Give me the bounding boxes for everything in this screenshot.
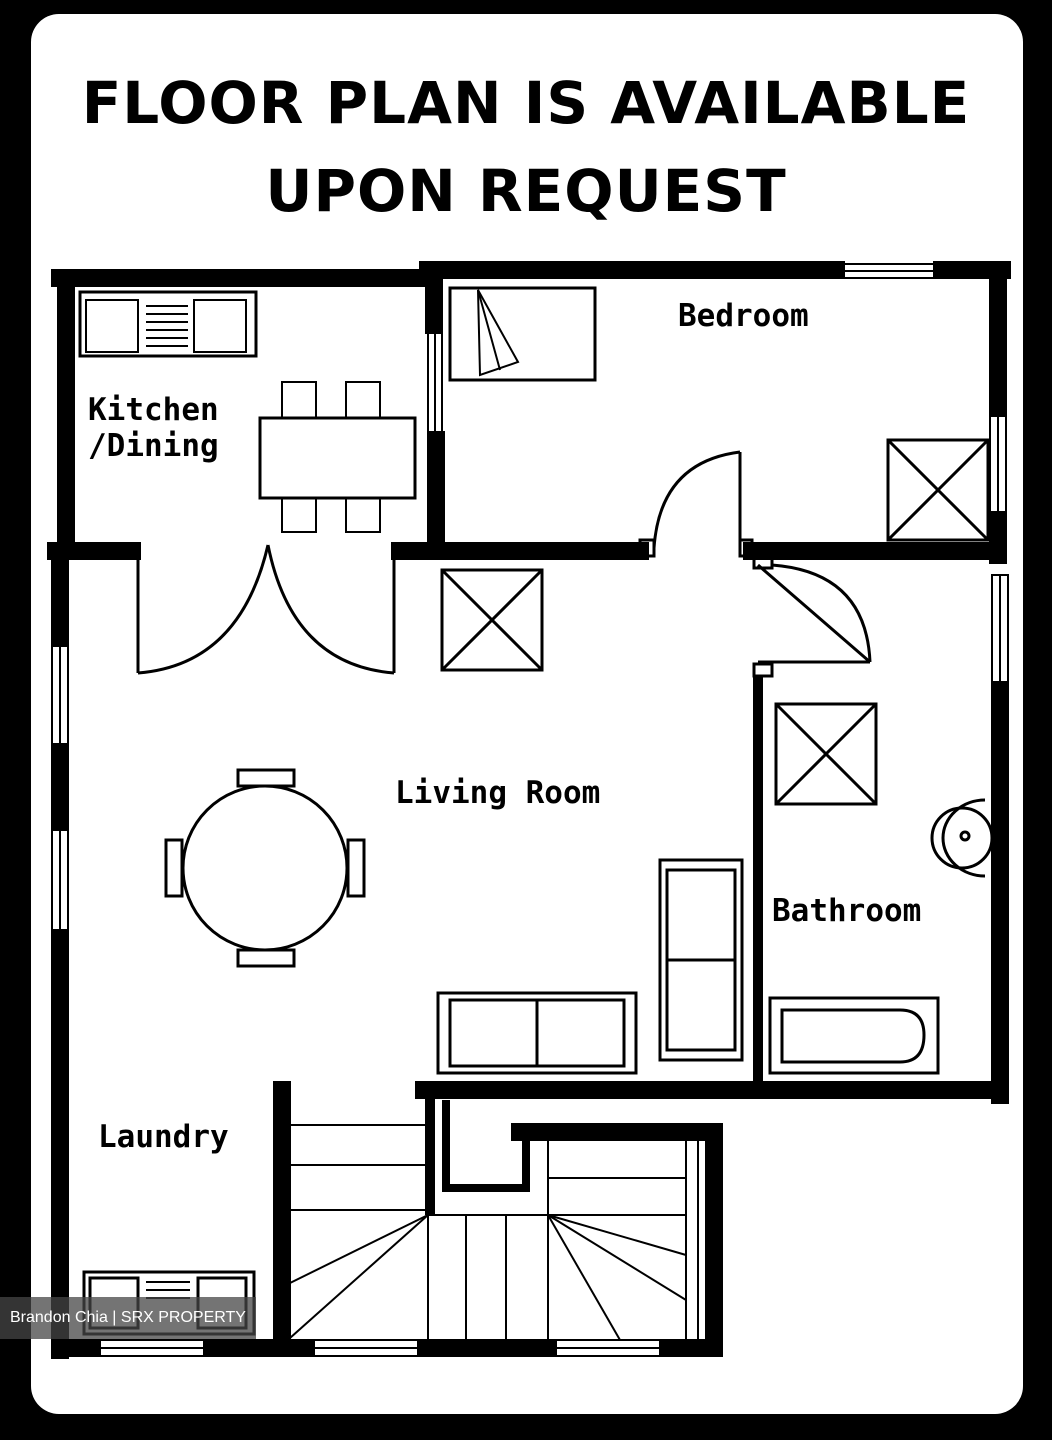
banner-line-1: FLOOR PLAN IS AVAILABLE bbox=[81, 69, 971, 137]
kitchen-counter bbox=[78, 290, 258, 358]
kitchen-table bbox=[258, 381, 417, 533]
label-kitchen-line-1: Kitchen bbox=[88, 392, 219, 428]
sink bbox=[930, 798, 994, 878]
watermark: Brandon Chia | SRX PROPERTY bbox=[0, 1297, 256, 1339]
round-dining-table bbox=[164, 768, 366, 968]
label-living-room: Living Room bbox=[395, 775, 600, 811]
windows bbox=[51, 263, 1009, 1357]
living-cabinet bbox=[440, 568, 544, 672]
bed bbox=[448, 286, 597, 382]
walls bbox=[47, 261, 1011, 1359]
sofa bbox=[436, 991, 638, 1075]
bedroom-wardrobe bbox=[886, 438, 990, 542]
banner-line-2: UPON REQUEST bbox=[265, 157, 787, 225]
armchair bbox=[658, 858, 744, 1062]
bathtub bbox=[768, 996, 940, 1075]
shower bbox=[774, 702, 878, 806]
label-bedroom: Bedroom bbox=[678, 298, 809, 334]
label-bathroom: Bathroom bbox=[772, 893, 921, 929]
doors bbox=[136, 450, 872, 678]
stairs bbox=[289, 1124, 699, 1341]
label-kitchen-line-2: /Dining bbox=[88, 428, 219, 464]
label-laundry: Laundry bbox=[98, 1119, 229, 1155]
